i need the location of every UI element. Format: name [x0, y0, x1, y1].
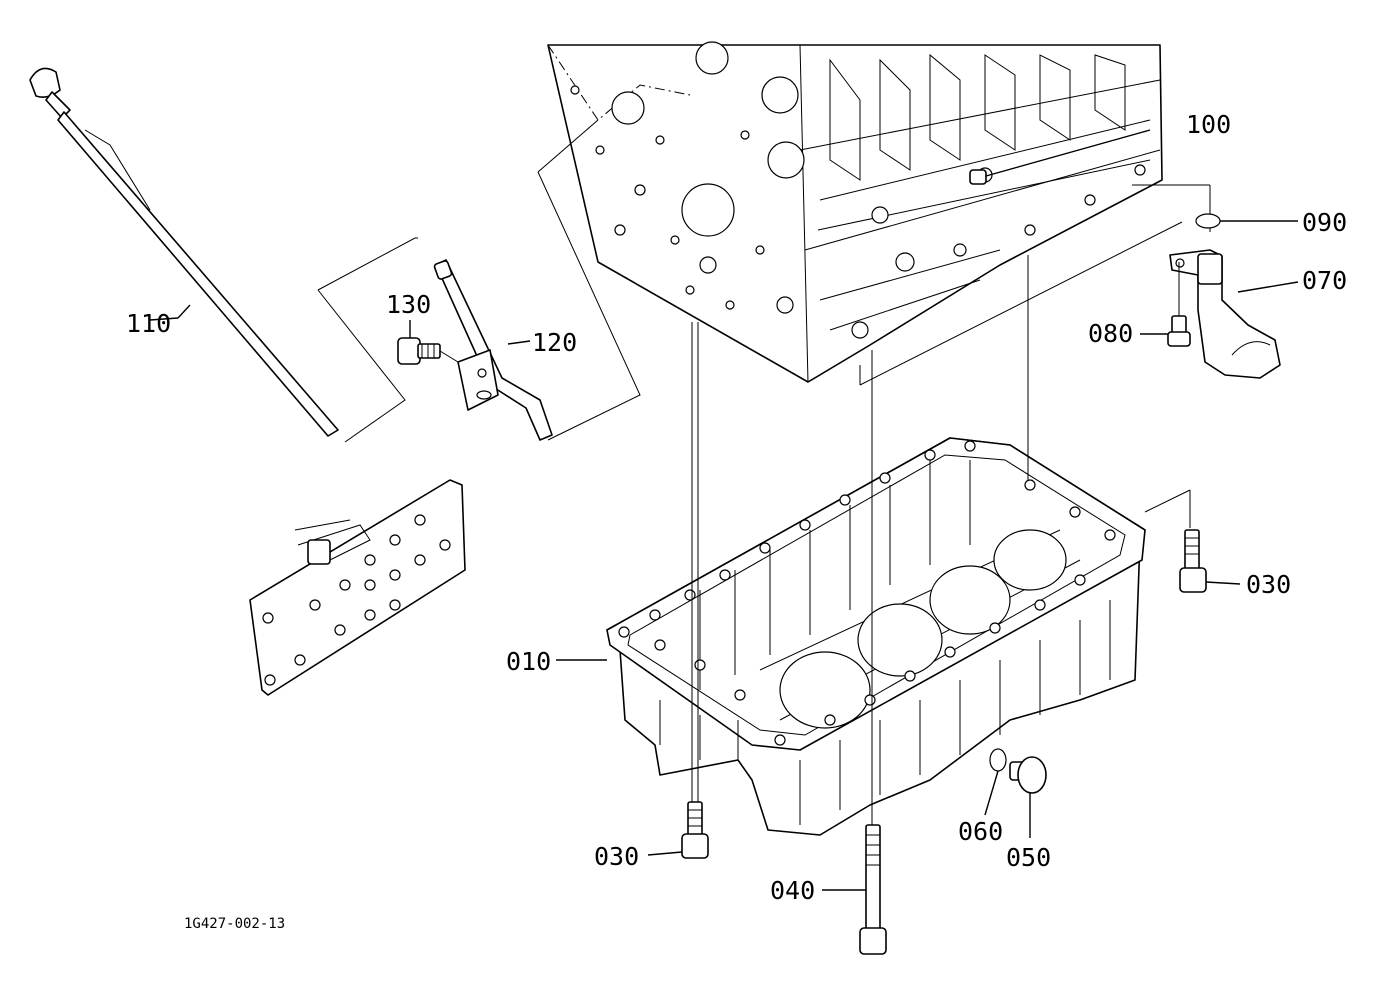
part-110-dipstick	[29, 67, 339, 437]
callout-110: 110	[126, 309, 171, 338]
part-030-bolt-right	[1179, 529, 1241, 593]
callout-070: 070	[1302, 266, 1347, 295]
callout-130: 130	[386, 290, 431, 319]
reference-code: 1G427-002-13	[184, 916, 285, 932]
part-090-o-ring	[1195, 213, 1298, 229]
part-040-long-bolt	[822, 824, 887, 955]
callout-030-left: 030	[594, 842, 639, 871]
callout-030-right: 030	[1246, 570, 1291, 599]
callout-010: 010	[506, 647, 551, 676]
engine-block	[547, 41, 1163, 383]
part-050-drain-plug	[1009, 756, 1047, 838]
callout-100: 100	[1186, 110, 1231, 139]
part-010-oil-pan	[556, 437, 1146, 836]
dipstick-inset-frame	[317, 119, 641, 443]
alignment-lines	[691, 184, 1211, 828]
callout-040: 040	[770, 876, 815, 905]
part-080-bolt	[1140, 262, 1191, 347]
side-bracket-panel	[249, 479, 466, 696]
callout-090: 090	[1302, 208, 1347, 237]
part-070-oil-strainer	[1169, 249, 1299, 379]
callout-050: 050	[1006, 843, 1051, 872]
callout-060: 060	[958, 817, 1003, 846]
part-130-bolt	[397, 320, 459, 365]
part-100-plug	[969, 129, 1151, 185]
callout-120: 120	[532, 328, 577, 357]
part-120-guide-pipe	[433, 259, 553, 441]
part-030-bolt-left	[647, 801, 709, 859]
callout-080: 080	[1088, 319, 1133, 348]
part-060-washer	[984, 748, 1007, 816]
